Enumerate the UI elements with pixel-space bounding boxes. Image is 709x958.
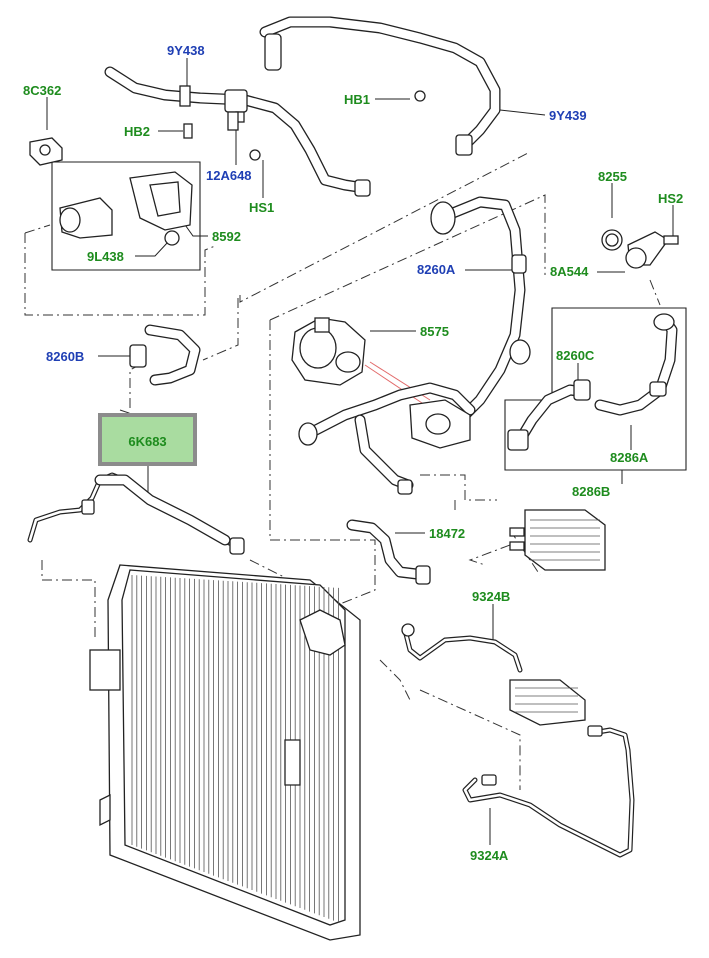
part-label-9y439[interactable]: 9Y439 [549, 108, 587, 123]
pipe-9324a-drawing [462, 725, 635, 858]
water-pump-8575-drawing [291, 317, 366, 386]
part-label-6k683[interactable]: 6K683 [128, 434, 167, 449]
part-label-8260a[interactable]: 8260A [417, 262, 456, 277]
part-label-9324b[interactable]: 9324B [472, 589, 511, 604]
part-label-9y438[interactable]: 9Y438 [167, 43, 205, 58]
part-label-8286b[interactable]: 8286B [572, 484, 611, 499]
lower-hose-assembly-drawing [298, 382, 476, 495]
bracket-8c362-drawing [29, 137, 63, 166]
fasteners-drawing [183, 111, 261, 161]
part-label-8260c[interactable]: 8260C [556, 348, 595, 363]
hose-6k683-drawing [27, 472, 245, 555]
hose-18472-drawing [346, 519, 431, 585]
seal-8255-drawing [601, 229, 679, 269]
part-label-9l438[interactable]: 9L438 [87, 249, 124, 264]
part-label-8a544[interactable]: 8A544 [550, 264, 589, 279]
trans-cooler-9324b-drawing [401, 623, 586, 726]
part-label-hs1[interactable]: HS1 [249, 200, 275, 215]
part-label-12a648[interactable]: 12A648 [206, 168, 252, 183]
part-label-hb1[interactable]: HB1 [344, 92, 371, 107]
hose-9y438-drawing [104, 66, 371, 197]
oil-cooler-8286b-drawing [509, 509, 606, 571]
thermostat-8592-drawing [59, 171, 193, 246]
hose-8260b-drawing [129, 324, 201, 386]
part-label-hs2[interactable]: HS2 [658, 191, 684, 206]
part-label-9324a[interactable]: 9324A [470, 848, 509, 863]
part-label-hb2[interactable]: HB2 [124, 124, 151, 139]
part-label-18472[interactable]: 18472 [429, 526, 466, 541]
part-label-8c362[interactable]: 8C362 [23, 83, 62, 98]
part-label-8575[interactable]: 8575 [420, 324, 449, 339]
part-label-8592[interactable]: 8592 [212, 229, 241, 244]
hose-8286a-drawing [594, 313, 678, 416]
hose-8260c-drawing [507, 379, 591, 451]
part-label-8260b[interactable]: 8260B [46, 349, 85, 364]
highlight-box-6k683[interactable]: 6K683 [98, 413, 197, 466]
radiator-drawing [89, 564, 361, 941]
part-label-8255[interactable]: 8255 [598, 169, 627, 184]
part-label-8286a[interactable]: 8286A [610, 450, 649, 465]
hose-9y439-drawing [259, 16, 501, 156]
